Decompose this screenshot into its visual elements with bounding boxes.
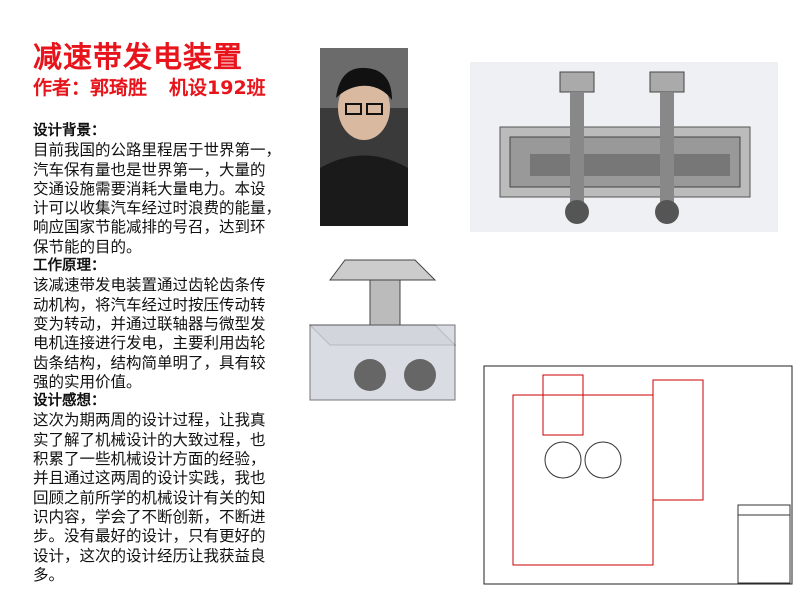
paragraph-line: 齿条结构，结构简单明了，具有较 <box>33 353 266 372</box>
paragraph-line: 响应国家节能减排的号召，达到环 <box>33 218 266 237</box>
paragraph-line: 交通设施需要消耗大量电力。本设 <box>33 179 266 198</box>
paragraph-line: 变为转动，并通过联轴器与微型发 <box>33 314 266 333</box>
section-heading: 设计背景： <box>33 123 106 139</box>
author-name: 作者：郭琦胜 <box>33 77 148 99</box>
paragraph-line: 多。 <box>33 565 65 584</box>
paragraph-line: 计可以收集汽车经过时浪费的能量， <box>33 199 282 218</box>
poster-title: 减速带发电装置 <box>33 40 244 74</box>
paragraph-line: 该减速带发电装置通过齿轮齿条传 <box>33 276 266 295</box>
paragraph-line: 动机构，将汽车经过时按压传动转 <box>33 295 266 314</box>
author-photo <box>320 48 408 226</box>
paragraph-line: 识内容，学会了不断创新，不断进 <box>33 507 266 526</box>
gearbox-isometric-render <box>290 240 470 415</box>
paragraph-line: 积累了一些机械设计方面的经验， <box>33 450 266 469</box>
paragraph-line: 回顾之前所学的机械设计有关的知 <box>33 488 266 507</box>
paragraph-line: 这次为期两周的设计过程，让我真 <box>33 411 266 430</box>
paragraph-line: 汽车保有量也是世界第一，大量的 <box>33 160 266 179</box>
paragraph-line: 强的实用价值。 <box>33 372 142 391</box>
gearbox-top-view-render <box>470 62 778 232</box>
assembly-drawing <box>483 365 793 585</box>
author-line: 作者：郭琦胜机设192班 <box>33 76 288 100</box>
paragraph-line: 步。没有最好的设计，只有更好的 <box>33 527 266 546</box>
paragraph-line: 电机连接进行发电，主要利用齿轮 <box>33 334 266 353</box>
paragraph-line: 目前我国的公路里程居于世界第一， <box>33 141 282 160</box>
section-heading: 设计感想： <box>33 393 106 410</box>
description-body: 设计背景： 目前我国的公路里程居于世界第一，汽车保有量也是世界第一，大量的交通设施… <box>33 122 298 585</box>
paragraph-line: 实了解了机械设计的大致过程，也 <box>33 430 266 449</box>
paragraph-line: 设计，这次的设计经历让我获益良 <box>33 546 266 565</box>
author-class: 机设192班 <box>169 77 266 99</box>
section-heading: 工作原理： <box>33 258 106 275</box>
paragraph-line: 保节能的目的。 <box>33 237 142 256</box>
paragraph-line: 并且通过这两周的设计实践，我也 <box>33 469 266 488</box>
